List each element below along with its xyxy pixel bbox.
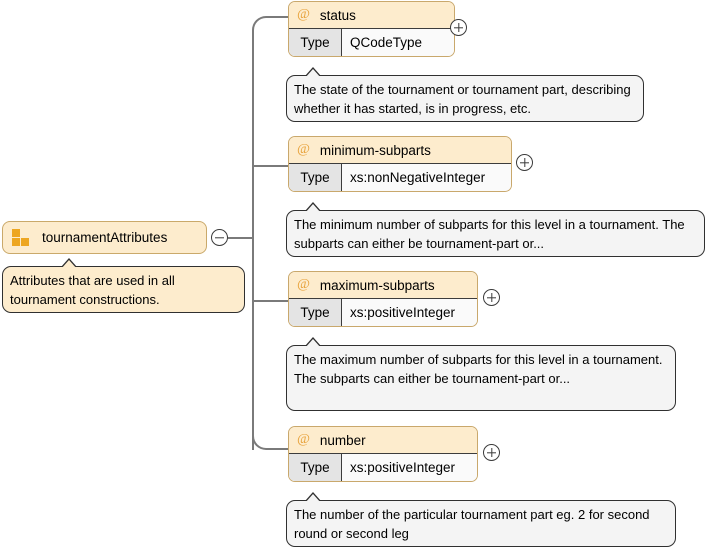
at-sign-icon: @	[297, 7, 310, 22]
at-sign-icon: @	[297, 142, 310, 157]
attribute-name: number	[319, 432, 366, 448]
attribute-minimum-subparts[interactable]: @ minimum-subparts Type xs:nonNegativeIn…	[288, 136, 512, 192]
attribute-name: minimum-subparts	[319, 142, 431, 158]
annotation-text: The number of the particular tournament …	[294, 507, 650, 541]
type-label: Type	[289, 299, 342, 326]
at-sign-icon: @	[297, 277, 310, 292]
at-sign-icon: @	[297, 432, 310, 447]
attribute-status[interactable]: @ status Type QCodeType	[288, 1, 455, 57]
annotation-text: The minimum number of subparts for this …	[294, 217, 685, 251]
expand-toggle-maximum-subparts[interactable]	[483, 289, 500, 306]
annotation-text: The maximum number of subparts for this …	[294, 352, 663, 386]
connector-branch-status	[252, 16, 288, 32]
attribute-type-row: Type xs:nonNegativeInteger	[289, 164, 511, 191]
connector-branch-number	[252, 434, 288, 450]
annotation-text: The state of the tournament or tournamen…	[294, 82, 631, 116]
attribute-header: @ status	[289, 2, 454, 29]
connector-branch-maximum-subparts	[252, 300, 288, 302]
annotation-minimum-subparts: The minimum number of subparts for this …	[286, 202, 705, 257]
type-value: xs:nonNegativeInteger	[350, 170, 486, 185]
expand-toggle-status[interactable]	[450, 19, 467, 36]
annotation-status: The state of the tournament or tournamen…	[286, 67, 644, 122]
type-value: xs:positiveInteger	[350, 305, 456, 320]
annotation-number: The number of the particular tournament …	[286, 492, 676, 547]
attribute-header: @ minimum-subparts	[289, 137, 511, 164]
attribute-type-row: Type xs:positiveInteger	[289, 299, 477, 326]
expand-toggle-minimum-subparts[interactable]	[516, 154, 533, 171]
connector-root-stub	[228, 237, 254, 239]
attribute-name: status	[319, 7, 356, 23]
attribute-number[interactable]: @ number Type xs:positiveInteger	[288, 426, 478, 482]
type-value: xs:positiveInteger	[350, 460, 456, 475]
element-label: tournamentAttributes	[42, 230, 168, 245]
attribute-type-row: Type xs:positiveInteger	[289, 454, 477, 481]
collapse-toggle-tournament-attributes[interactable]	[211, 229, 228, 246]
expand-toggle-number[interactable]	[483, 444, 500, 461]
annotation-maximum-subparts: The maximum number of subparts for this …	[286, 337, 676, 411]
type-label: Type	[289, 164, 342, 191]
attribute-name: maximum-subparts	[319, 277, 435, 293]
attribute-type-row: Type QCodeType	[289, 29, 454, 56]
element-tournament-attributes[interactable]: tournamentAttributes	[2, 221, 207, 254]
connector-trunk	[252, 30, 254, 450]
attribute-header: @ number	[289, 427, 477, 454]
type-label: Type	[289, 454, 342, 481]
attribute-header: @ maximum-subparts	[289, 272, 477, 299]
attribute-maximum-subparts[interactable]: @ maximum-subparts Type xs:positiveInteg…	[288, 271, 478, 327]
type-label: Type	[289, 29, 342, 56]
type-value: QCodeType	[350, 35, 423, 50]
annotation-tournament-attributes: Attributes that are used in all tourname…	[2, 258, 245, 313]
annotation-text: Attributes that are used in all tourname…	[10, 273, 175, 307]
attribute-group-icon	[12, 229, 32, 246]
connector-branch-minimum-subparts	[252, 165, 288, 167]
